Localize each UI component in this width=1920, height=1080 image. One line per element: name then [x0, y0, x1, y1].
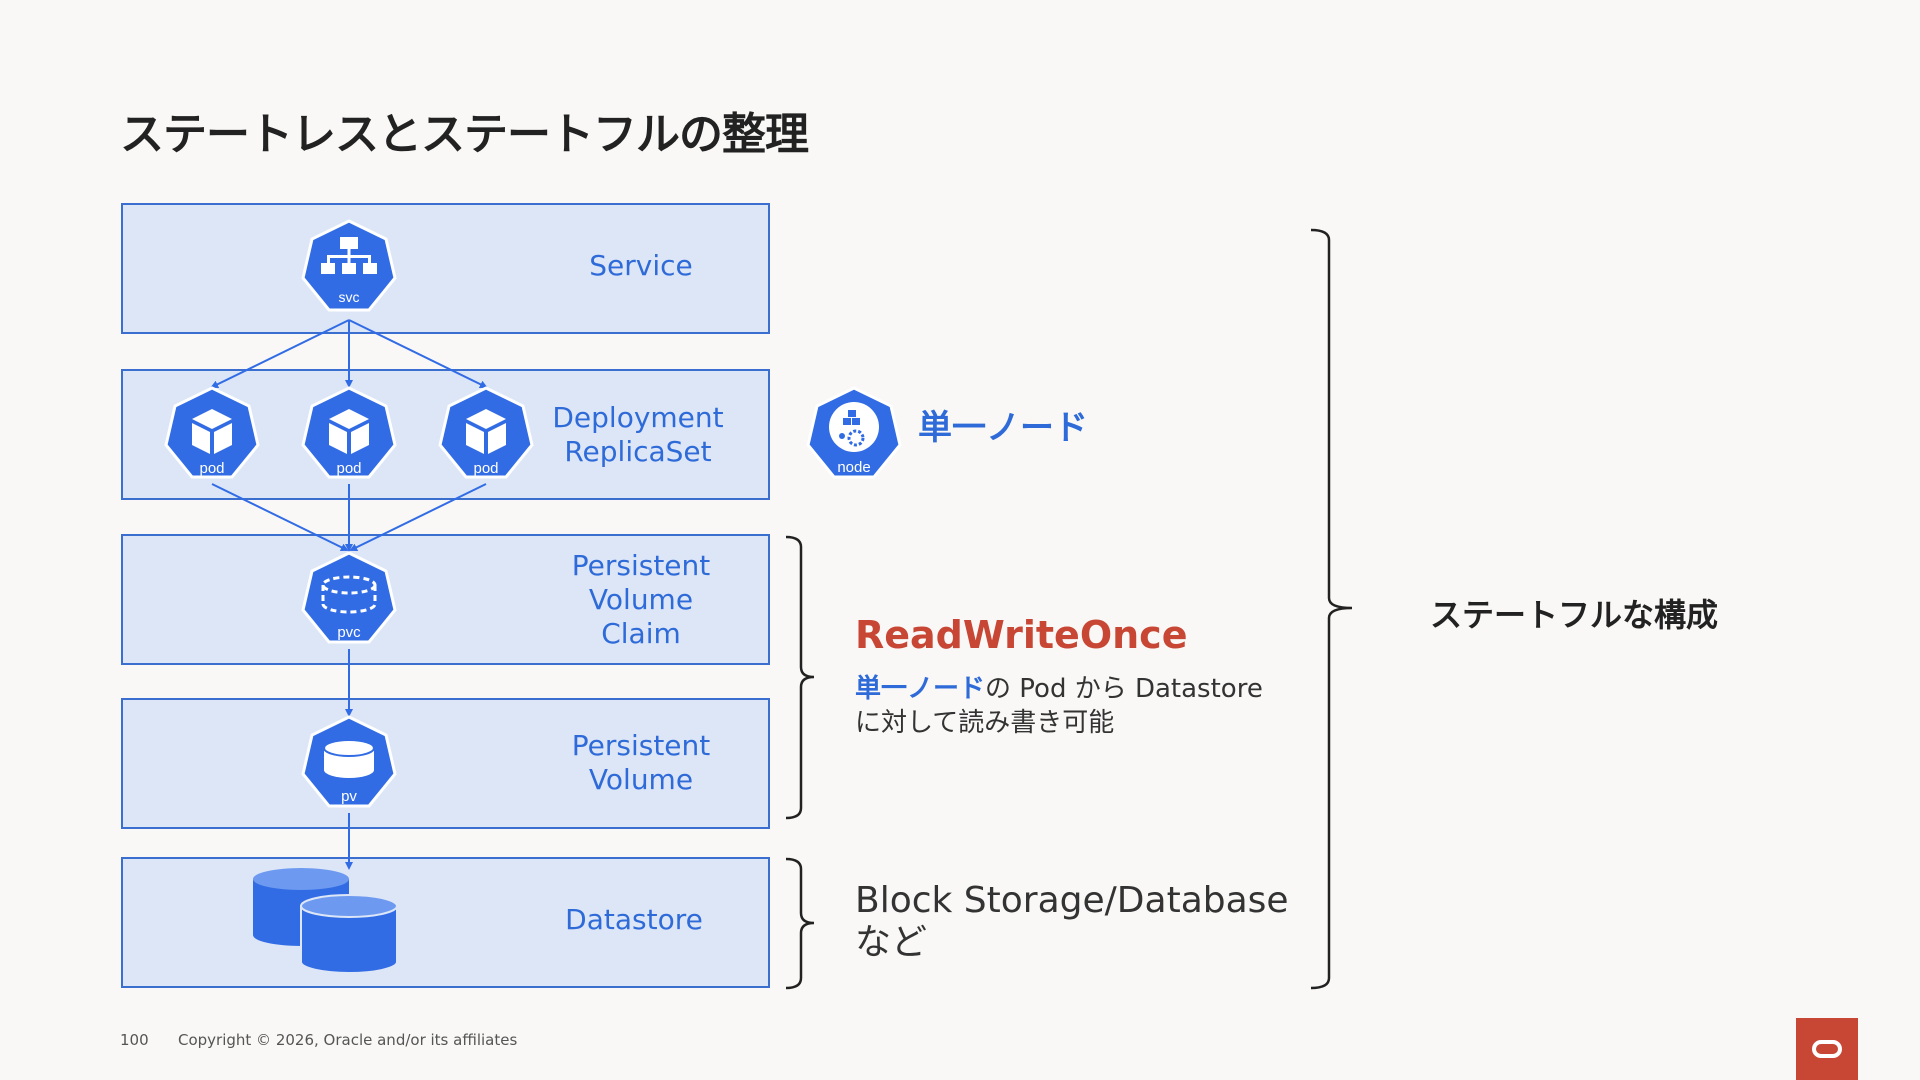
arrow-svc-pod1 [210, 319, 350, 388]
pvc-layer-label: Persistent Volume Claim [571, 549, 711, 650]
database-icon [253, 868, 398, 974]
pod-icon-3: pod [438, 386, 534, 479]
single-node-label: 単一ノード [918, 408, 1088, 448]
pv-icon-text: pv [341, 788, 357, 805]
deployment-layer-label: Deployment ReplicaSet [552, 401, 724, 468]
datastore-layer-label: Datastore [565, 903, 703, 936]
slide-title: ステートレスとステートフルの整理 [120, 109, 809, 160]
service-layer-label: Service [589, 249, 693, 282]
stateful-bracket [1310, 228, 1353, 990]
pod-icon-text: pod [473, 460, 498, 477]
stateful-config-label: ステートフルな構成 [1430, 596, 1719, 634]
rwo-bracket [785, 535, 815, 820]
node-icon: node [806, 386, 902, 479]
pvc-layer: Persistent Volume Claim [121, 534, 770, 665]
copyright: Copyright © 2026, Oracle and/or its affi… [178, 1031, 518, 1049]
pod-icon-text: pod [336, 460, 361, 477]
svc-icon: svc [301, 219, 397, 312]
connector-arrows [210, 319, 488, 870]
svc-icon-text: svc [339, 289, 360, 305]
oracle-logo-icon [1796, 1018, 1858, 1080]
pod-icon-2: pod [301, 386, 397, 479]
pod-icon-1: pod [164, 386, 260, 479]
pv-icon: pv [301, 715, 397, 808]
pvc-icon-text: pvc [337, 624, 361, 641]
block-storage-line1: Block Storage/Database [855, 880, 1289, 921]
pvc-icon: pvc [301, 551, 397, 644]
single-node-accent: 単一ノード [855, 674, 986, 704]
rwo-desc-line2: に対して読み書き可能 [855, 708, 1115, 738]
node-icon-text: node [837, 459, 870, 476]
block-storage-label: Block Storage/Database など [855, 880, 1289, 964]
rwo-desc-rest: の Pod から Datastore [985, 674, 1263, 704]
datastore-layer: Datastore [121, 857, 770, 988]
pv-layer: Persistent Volume [121, 698, 770, 829]
arrow-pod3-pvc [349, 483, 487, 551]
block-storage-bracket [785, 857, 815, 990]
arrow-svc-pod3 [348, 319, 488, 388]
pv-layer-label: Persistent Volume [571, 729, 711, 796]
page-number: 100 [120, 1031, 149, 1049]
footer: 100 Copyright © 2026, Oracle and/or its a… [120, 1031, 517, 1049]
arrow-pod1-pvc [211, 483, 349, 551]
pod-icon-text: pod [199, 460, 224, 477]
readwriteonce-description: 単一ノードの Pod から Datastore に対して読み書き可能 [855, 672, 1263, 740]
service-layer: Service [121, 203, 770, 334]
block-storage-line2: など [855, 922, 928, 963]
readwriteonce-title: ReadWriteOnce [855, 613, 1188, 657]
